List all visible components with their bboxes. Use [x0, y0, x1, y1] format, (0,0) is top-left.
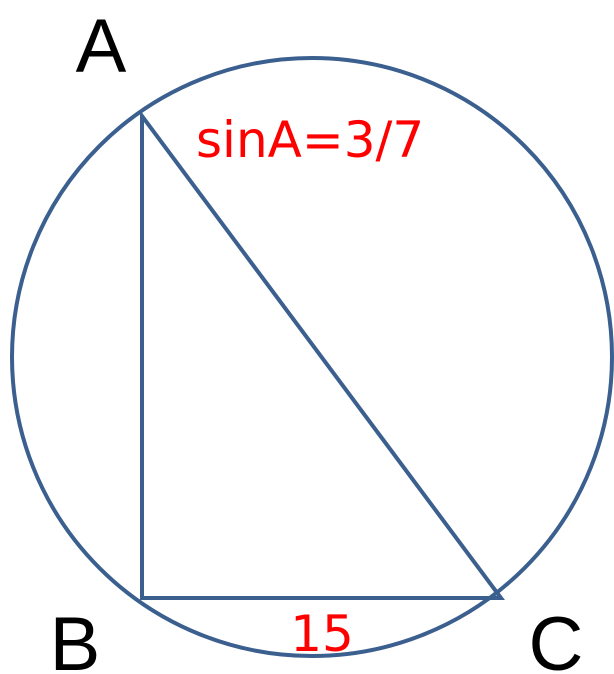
vertex-label-b: B	[50, 602, 101, 674]
sine-annotation: sinA=3/7	[196, 111, 424, 169]
vertex-label-a: A	[76, 4, 127, 89]
vertex-label-c: C	[529, 602, 584, 674]
triangle-abc	[140, 109, 505, 600]
circumcircle	[10, 56, 614, 658]
side-bc-length-label: 15	[290, 605, 354, 663]
